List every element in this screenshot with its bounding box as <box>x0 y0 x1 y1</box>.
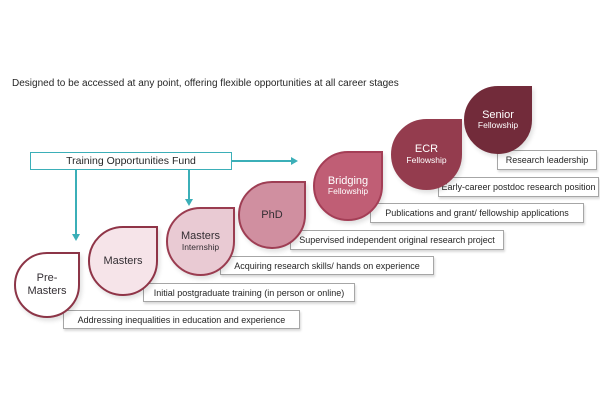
label-text: Supervised independent original research… <box>299 235 495 245</box>
label-initial-postgraduate-training: Initial postgraduate training (in person… <box>143 283 355 302</box>
stage-label: Pre- <box>36 272 58 285</box>
stage-label: Masters <box>180 230 221 243</box>
label-text: Acquiring research skills/ hands on expe… <box>234 260 420 271</box>
stage-label: PhD <box>261 208 283 221</box>
label-early-career-postdoc: Early-career postdoc research position <box>438 177 599 197</box>
stage-masters: Masters <box>88 226 158 296</box>
label-publications-and-grants: Publications and grant/ fellowship appli… <box>370 203 584 223</box>
stage-label: ECR <box>414 143 439 156</box>
fund-connector-line-right <box>231 160 291 162</box>
label-text: Publications and grant/ fellowship appli… <box>385 208 569 218</box>
arrow-down-icon <box>72 234 80 241</box>
stage-sublabel: Masters <box>27 285 67 297</box>
arrow-down-icon <box>185 199 193 206</box>
stage-sublabel: Fellowship <box>406 154 447 165</box>
fund-box-label: Training Opportunities Fund <box>66 155 196 167</box>
fund-connector-line-left <box>75 169 77 234</box>
label-text: Research leadership <box>505 155 589 165</box>
arrow-right-icon <box>291 157 298 165</box>
label-research-leadership: Research leadership <box>497 150 597 170</box>
stage-label: Senior <box>482 108 514 121</box>
slide-subtitle: Designed to be accessed at any point, of… <box>12 78 399 89</box>
label-acquiring-research-skills: Acquiring research skills/ hands on expe… <box>220 256 434 275</box>
fund-connector-line-middle <box>188 169 190 199</box>
label-supervised-research-project: Supervised independent original research… <box>290 230 504 250</box>
label-text: Addressing inequalities in education and… <box>77 314 286 325</box>
stage-phd: PhD <box>238 181 306 249</box>
stage-pre-masters: Pre-Masters <box>14 252 80 318</box>
stage-sublabel: Fellowship <box>477 120 519 131</box>
label-text: Initial postgraduate training (in person… <box>153 287 345 298</box>
label-text: Early-career postdoc research position <box>441 182 596 192</box>
label-addressing-inequalities: Addressing inequalities in education and… <box>63 310 300 329</box>
stage-label: Bridging <box>327 174 369 187</box>
stage-sublabel: Fellowship <box>327 186 369 197</box>
training-opportunities-fund-box: Training Opportunities Fund <box>30 152 232 170</box>
stage-label: Masters <box>103 254 143 267</box>
stage-sublabel: Internship <box>181 241 220 252</box>
